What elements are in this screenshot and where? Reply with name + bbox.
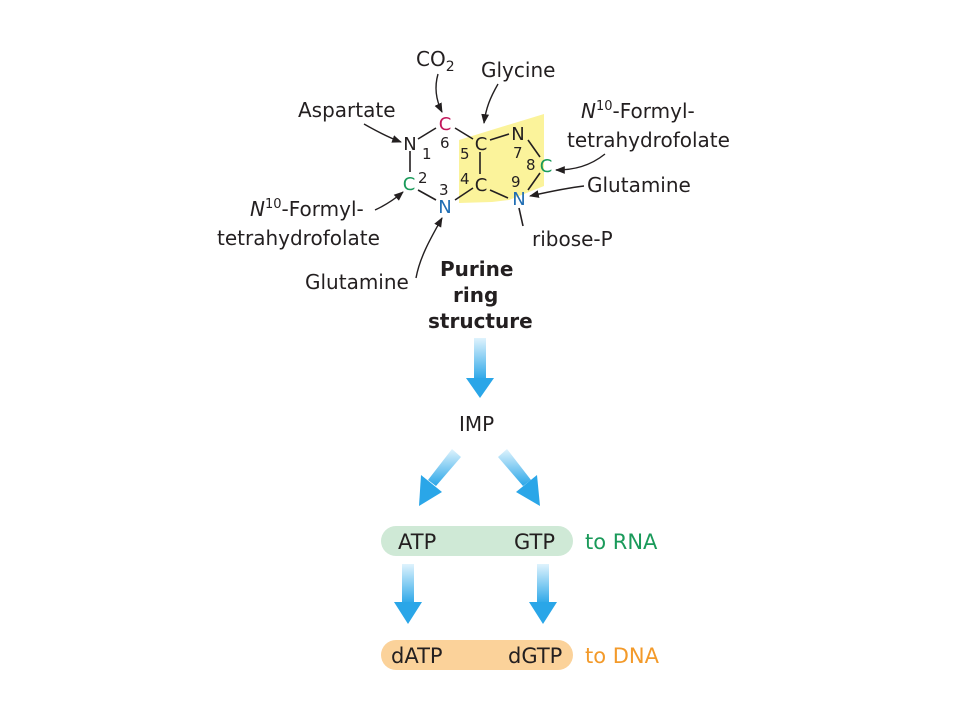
formyl-top-label: N10-Formyl-	[581, 99, 695, 123]
down-arrow-icon	[394, 564, 422, 624]
glutamine-right-arrow	[529, 185, 585, 198]
atp-label: ATP	[398, 530, 436, 554]
atom-n9: N	[512, 189, 525, 210]
ring-numbers: 1 2 3 4 5 6 7 8 9	[418, 134, 536, 199]
atom-n3: N	[438, 197, 451, 218]
imp-label: IMP	[459, 412, 494, 436]
co2-arrow	[434, 73, 443, 113]
atom-n1: N	[403, 134, 416, 155]
source-labels: CO2 Glycine Aspartate N10-Formyl- tetrah…	[217, 47, 730, 294]
pos-6: 6	[440, 134, 450, 152]
aspartate-label: Aspartate	[298, 98, 396, 122]
formyl-top-arrow	[555, 153, 606, 174]
to-dna-label: to DNA	[585, 644, 660, 668]
gtp-label: GTP	[514, 530, 555, 554]
atom-n7: N	[511, 124, 524, 145]
down-arrow-icon	[529, 564, 557, 624]
pos-7: 7	[513, 144, 523, 162]
to-rna-label: to RNA	[585, 530, 658, 554]
glycine-label: Glycine	[481, 58, 555, 82]
source-arrows	[363, 73, 606, 279]
down-right-arrow-icon	[498, 449, 540, 506]
ring-title-line3: structure	[428, 309, 533, 333]
formyl-left-label-line2: tetrahydrofolate	[217, 226, 380, 250]
glycine-highlight	[459, 114, 544, 203]
down-arrow-icon	[466, 338, 494, 398]
atom-c5: C	[475, 134, 488, 155]
aspartate-arrow	[363, 123, 402, 143]
ring-atoms: N C N C C C N C N	[403, 114, 553, 218]
ring-bonds	[409, 127, 541, 227]
atom-c2: C	[403, 174, 416, 195]
atom-c4: C	[475, 175, 488, 196]
glutamine-bottom-label: Glutamine	[305, 270, 409, 294]
glycine-arrow	[481, 83, 499, 124]
dgtp-label: dGTP	[508, 644, 562, 668]
down-left-arrow-icon	[419, 449, 461, 506]
ring-title-line1: Purine	[440, 257, 513, 281]
formyl-left-label: N10-Formyl-	[250, 197, 364, 221]
pos-8: 8	[526, 156, 536, 174]
rna-box	[381, 526, 573, 556]
pos-4: 4	[460, 170, 470, 188]
formyl-left-arrow	[374, 191, 404, 211]
ring-title: Purine ring structure	[428, 257, 533, 333]
ring-title-line2: ring	[453, 283, 498, 307]
atom-c8: C	[540, 156, 553, 177]
pos-1: 1	[422, 145, 432, 163]
pos-9: 9	[511, 173, 521, 191]
dna-box	[381, 640, 573, 670]
pos-3: 3	[439, 181, 449, 199]
ribose-label: ribose-P	[532, 227, 613, 251]
pos-5: 5	[460, 145, 470, 163]
atom-c6: C	[439, 114, 452, 135]
glutamine-right-label: Glutamine	[587, 173, 691, 197]
pos-2: 2	[418, 169, 428, 187]
formyl-top-label-line2: tetrahydrofolate	[567, 128, 730, 152]
glutamine-bottom-arrow	[415, 217, 443, 279]
datp-label: dATP	[391, 644, 443, 668]
co2-label: CO2	[416, 47, 455, 75]
